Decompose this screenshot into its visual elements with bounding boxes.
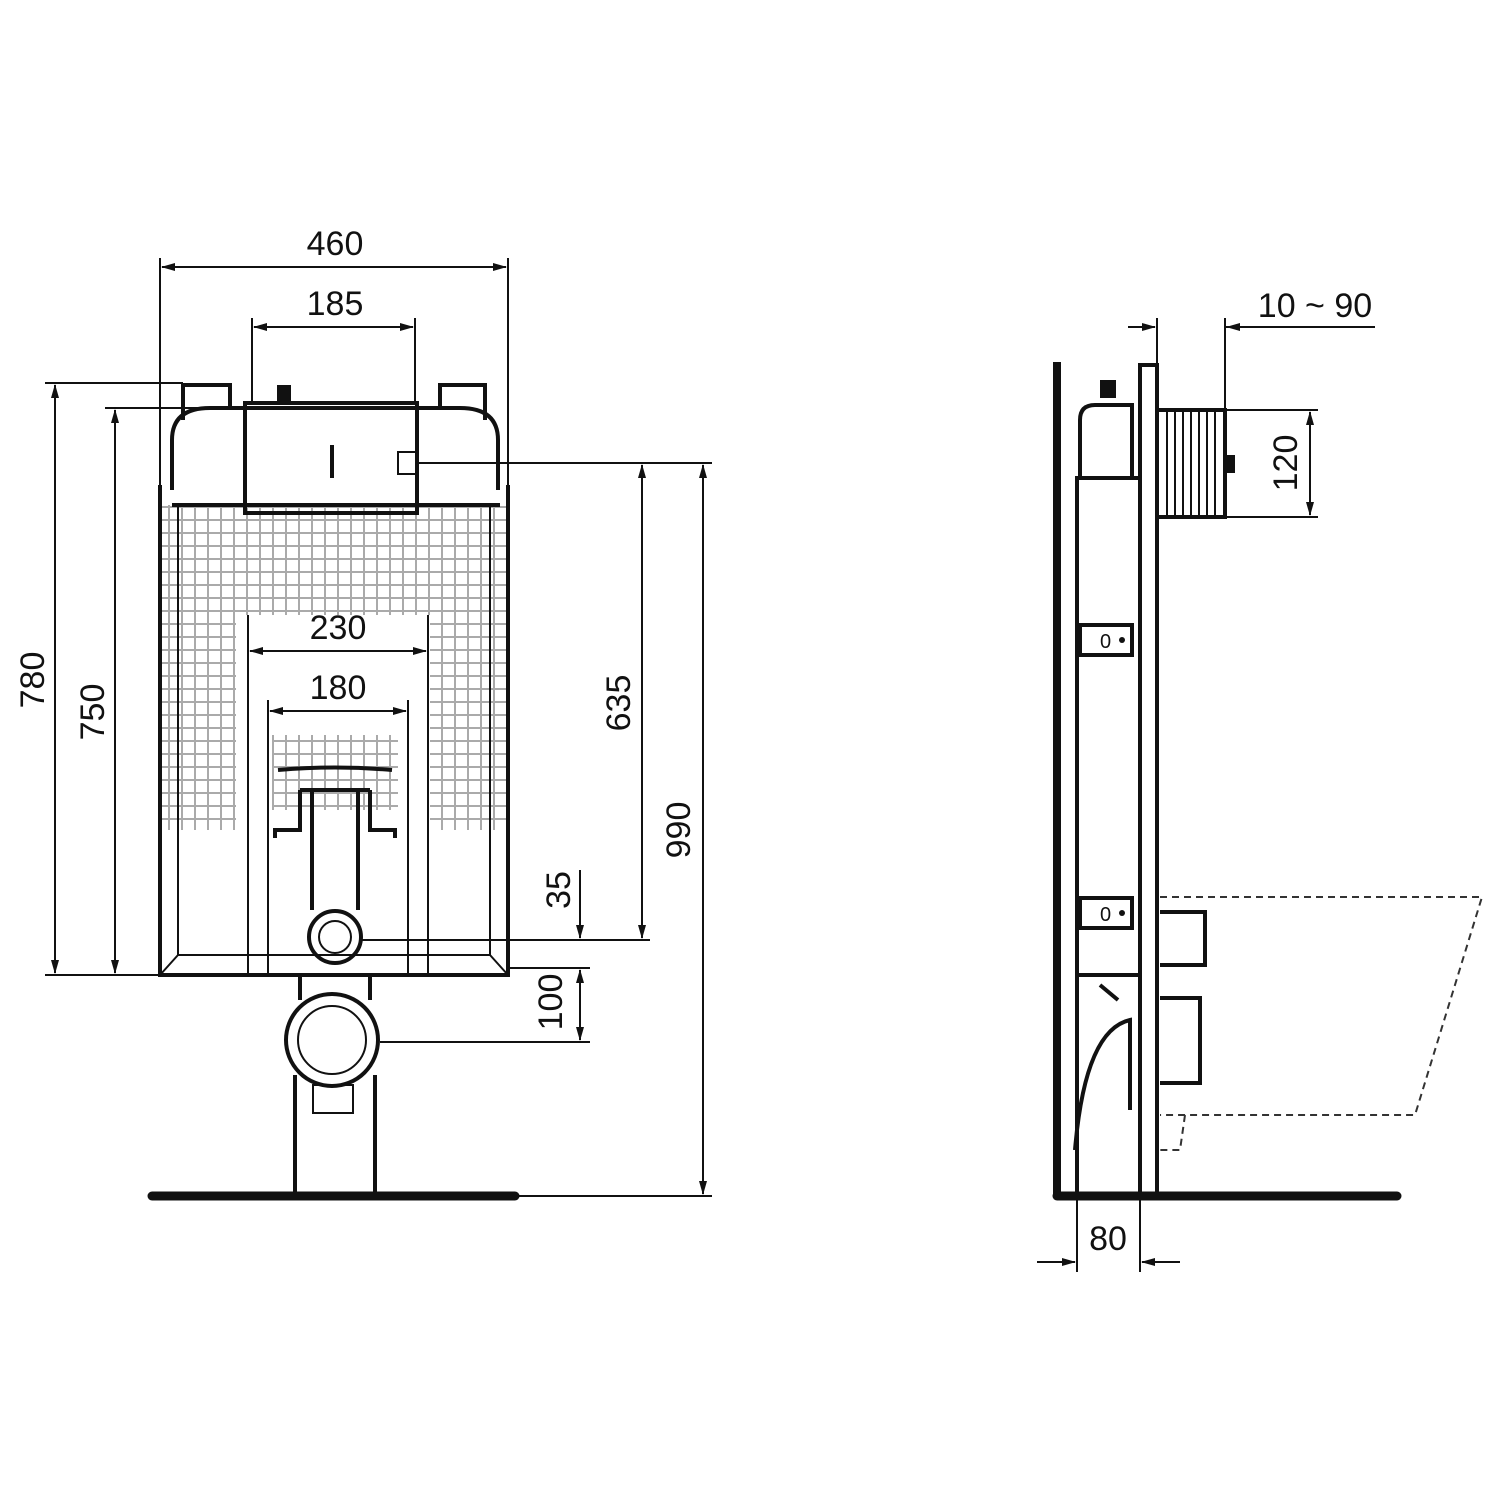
wc-bowl-outline xyxy=(1160,896,1484,1151)
side-frame: 0 0 xyxy=(1073,363,1159,1197)
side-view: 0 0 10 ~ 90 120 80 xyxy=(1037,287,1484,1272)
cistern xyxy=(170,383,500,515)
dim-10-90: 10 ~ 90 xyxy=(1258,287,1372,325)
marker-label: 0 xyxy=(1100,904,1111,926)
flush-bend xyxy=(273,765,397,965)
dim-35: 35 xyxy=(540,871,578,909)
side-dimension-lines xyxy=(1037,318,1375,1272)
frame xyxy=(158,485,510,977)
marker-label: 0 xyxy=(1100,631,1111,653)
drain-pipe xyxy=(284,975,380,1195)
dim-180: 180 xyxy=(310,669,367,707)
dim-230: 230 xyxy=(310,609,367,647)
dim-80: 80 xyxy=(1089,1220,1127,1258)
dim-780: 780 xyxy=(14,652,52,709)
mounting-mesh xyxy=(160,505,510,831)
front-view: 460 185 230 180 780 750 635 990 35 100 xyxy=(14,225,712,1201)
dim-120: 120 xyxy=(1267,435,1305,492)
dim-635: 635 xyxy=(600,675,638,732)
pipe-stubs xyxy=(1160,910,1207,1085)
dim-100: 100 xyxy=(532,974,570,1031)
dim-750: 750 xyxy=(74,684,112,741)
dim-990: 990 xyxy=(660,802,698,859)
actuator-box xyxy=(1155,408,1235,519)
dim-460: 460 xyxy=(307,225,364,263)
dimension-lines xyxy=(45,258,712,1197)
dim-185: 185 xyxy=(307,285,364,323)
